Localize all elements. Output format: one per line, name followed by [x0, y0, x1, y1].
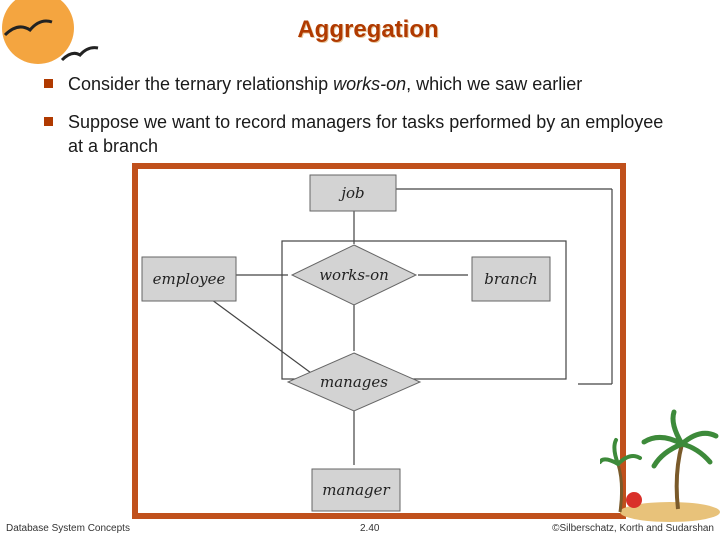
svg-text:branch: branch [484, 270, 537, 288]
entity-branch: branch [471, 256, 551, 302]
svg-text:job: job [338, 184, 364, 202]
footer-course: Database System Concepts [6, 523, 130, 534]
bullet-text: Suppose we want to record managers for t… [68, 112, 664, 156]
er-diagram: job employee branch manager works-on man… [141, 174, 613, 512]
entity-manager: manager [311, 468, 401, 512]
footer-copyright: ©Silberschatz, Korth and Sudarshan [552, 523, 714, 534]
relationship-works-on: works-on [290, 244, 418, 306]
relationship-manages: manages [286, 352, 422, 412]
entity-employee: employee [141, 256, 237, 302]
palm-island-icon [600, 409, 720, 522]
diagram-frame: job employee branch manager works-on man… [132, 163, 626, 519]
bullet-emphasis: works-on [333, 74, 407, 94]
bullet-square-icon [44, 79, 53, 88]
bird-logo-icon [2, 0, 99, 64]
svg-text:employee: employee [153, 270, 226, 288]
bullet-item: Suppose we want to record managers for t… [44, 110, 666, 158]
svg-text:manages: manages [320, 373, 388, 391]
entity-job: job [309, 174, 397, 212]
bullet-item: Consider the ternary relationship works-… [44, 72, 706, 96]
bullet-square-icon [44, 117, 53, 126]
footer-page-number: 2.40 [360, 523, 380, 534]
bullet-text: Consider the ternary relationship works-… [68, 74, 583, 94]
svg-text:works-on: works-on [319, 266, 389, 284]
page-title: Aggregation [297, 16, 439, 43]
svg-text:manager: manager [322, 481, 390, 499]
